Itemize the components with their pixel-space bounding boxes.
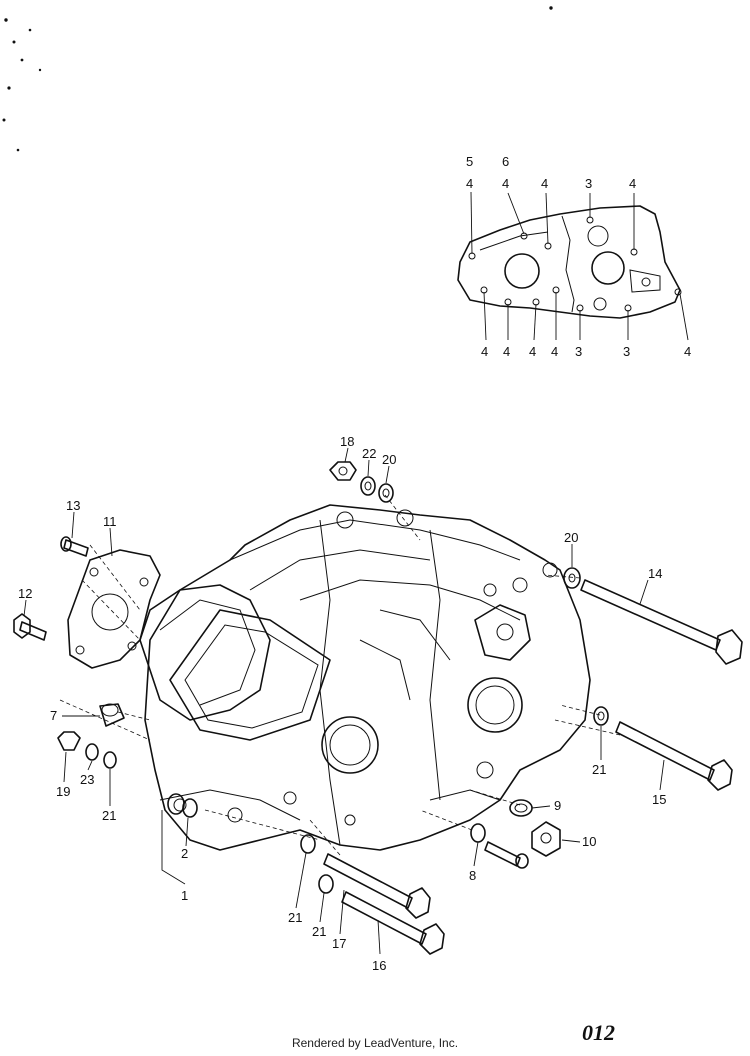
inset-label: 6 bbox=[502, 154, 509, 169]
washer-20-right bbox=[563, 567, 581, 589]
callout-leaders bbox=[23, 447, 665, 955]
callout-label: 21 bbox=[592, 762, 606, 777]
washer-21-left bbox=[103, 751, 117, 769]
nut-19 bbox=[57, 731, 81, 751]
callout-label: 22 bbox=[362, 446, 376, 461]
plug-10 bbox=[531, 821, 561, 857]
inset-label: 4 bbox=[502, 176, 509, 191]
inset-label: 4 bbox=[684, 344, 691, 359]
callout-label: 19 bbox=[56, 784, 70, 799]
washer-21-right bbox=[593, 706, 609, 726]
inset-label: 4 bbox=[481, 344, 488, 359]
callout-label: 13 bbox=[66, 498, 80, 513]
callout-label: 10 bbox=[582, 834, 596, 849]
callout-label: 21 bbox=[312, 924, 326, 939]
callout-label: 18 bbox=[340, 434, 354, 449]
inset-label: 4 bbox=[466, 176, 473, 191]
bolt-14 bbox=[580, 579, 743, 665]
inset-label: 4 bbox=[529, 344, 536, 359]
callout-label: 17 bbox=[332, 936, 346, 951]
washer-8 bbox=[470, 823, 486, 843]
scan-specks bbox=[2, 6, 553, 152]
seal-9 bbox=[509, 799, 533, 817]
inset-label: 4 bbox=[503, 344, 510, 359]
bolt-16 bbox=[341, 891, 445, 955]
screw-13 bbox=[60, 536, 89, 557]
bolt-17 bbox=[323, 853, 431, 919]
inset-label: 4 bbox=[551, 344, 558, 359]
inset-label: 4 bbox=[629, 176, 636, 191]
washer-21-bottom-b bbox=[318, 874, 334, 894]
callout-label: 11 bbox=[103, 514, 117, 529]
bolt-12 bbox=[13, 613, 47, 641]
callout-label: 15 bbox=[652, 792, 666, 807]
callout-label: 16 bbox=[372, 958, 386, 973]
inset-label: 3 bbox=[585, 176, 592, 191]
dowel-7 bbox=[99, 703, 125, 727]
rendered-by-credit: Rendered by LeadVenture, Inc. bbox=[291, 1036, 459, 1050]
callout-label: 9 bbox=[554, 798, 561, 813]
inset-label: 3 bbox=[623, 344, 630, 359]
bolt-15 bbox=[615, 721, 733, 791]
callout-label: 2 bbox=[181, 846, 188, 861]
inset-label: 4 bbox=[541, 176, 548, 191]
callout-label: 14 bbox=[648, 566, 662, 581]
page-code: 012 bbox=[582, 1020, 615, 1045]
callout-label: 21 bbox=[102, 808, 116, 823]
washer-21-bottom-a bbox=[300, 834, 316, 854]
inset-label: 3 bbox=[575, 344, 582, 359]
callout-label: 12 bbox=[18, 586, 32, 601]
callout-label: 21 bbox=[288, 910, 302, 925]
dowel-2 bbox=[167, 793, 198, 818]
callout-label: 20 bbox=[564, 530, 578, 545]
inset-labels: 5 4 6 4 4 3 4 4 4 4 4 3 3 4 bbox=[466, 154, 691, 359]
callout-label: 23 bbox=[80, 772, 94, 787]
washer-20-top bbox=[378, 483, 394, 503]
inset-label: 5 bbox=[466, 154, 473, 169]
callout-label: 7 bbox=[50, 708, 57, 723]
inset-crankcase-view bbox=[457, 191, 689, 341]
callout-label: 20 bbox=[382, 452, 396, 467]
crankcase-body bbox=[139, 504, 591, 851]
washer-23 bbox=[85, 743, 99, 761]
callout-label: 8 bbox=[469, 868, 476, 883]
washer-22 bbox=[360, 476, 376, 496]
gasket-11 bbox=[67, 549, 161, 669]
assembly-lines bbox=[59, 494, 621, 856]
screw-8 bbox=[484, 841, 529, 869]
callout-label: 1 bbox=[181, 888, 188, 903]
nut-18 bbox=[329, 461, 357, 481]
callout-numbers: 18 22 20 20 13 11 14 12 7 21 19 23 21 15… bbox=[18, 434, 666, 973]
